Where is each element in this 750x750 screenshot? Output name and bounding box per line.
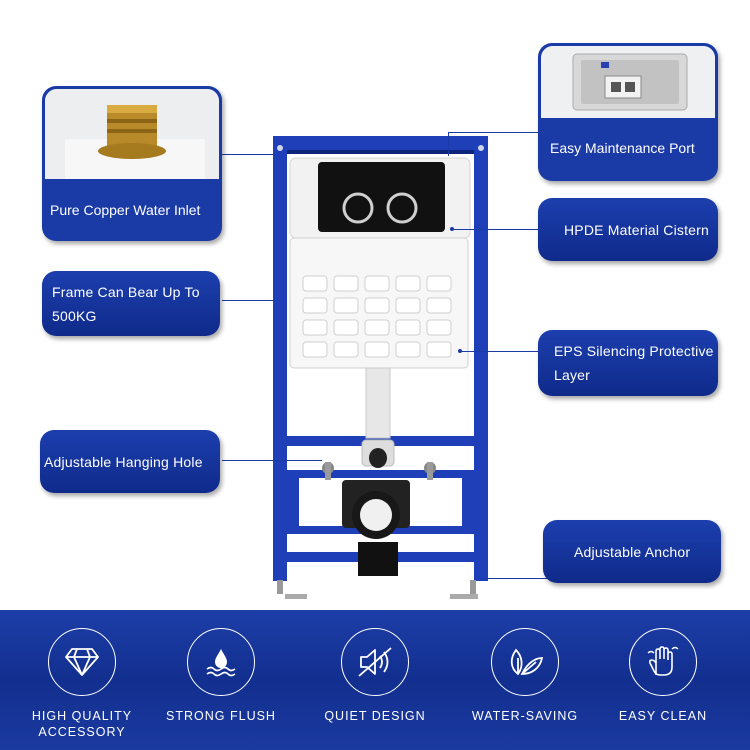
eps-foam-cell [302,341,328,358]
eps-foam-cell [395,297,421,314]
leader-frame [222,300,274,301]
leader-cistern-dot [450,227,454,231]
hanging-hole-label-box: Adjustable Hanging Hole [40,430,220,493]
hanging-hole-label: Adjustable Hanging Hole [44,453,203,470]
eps-foam-cell [333,319,359,336]
eps-foam-cell [426,275,452,292]
anchor-label: Adjustable Anchor [574,543,691,560]
eps-foam-cell [364,319,390,336]
feature-water-saving: WATER-SAVING [455,628,595,724]
hand-icon [629,628,697,696]
feature-easy-clean-label: EASY CLEAN [618,709,708,723]
eps-foam-cell [395,275,421,292]
frame-load-label-line1: Frame Can Bear Up To [52,283,200,300]
leader-anchor [480,578,550,579]
eps-foam-cell [302,319,328,336]
eps-grid [302,275,452,358]
eps-foam-cell [333,297,359,314]
eps-foam-cell [426,341,452,358]
copper-inlet-card: Pure Copper Water Inlet [42,86,222,241]
eps-foam-cell [302,275,328,292]
feature-water-saving-label: WATER-SAVING [471,709,579,723]
cistern-label: HPDE Material Cistern [564,221,710,238]
feature-easy-clean: EASY CLEAN [593,628,733,724]
maintenance-port-card: Easy Maintenance Port [538,43,718,181]
frame-load-label-line2: 500KG [52,307,97,324]
eps-foam-cell [426,297,452,314]
feature-strong-flush: STRONG FLUSH [151,628,291,724]
mute-speaker-icon [341,628,409,696]
eps-label-box: EPS Silencing Protective Layer [538,330,718,396]
diamond-icon [48,628,116,696]
eps-foam-cell [395,319,421,336]
leader-maintenance-drop [448,132,449,156]
water-drop-icon [187,628,255,696]
feature-strong-flush-label: STRONG FLUSH [166,709,276,723]
leader-hanging [222,460,322,461]
maintenance-port-photo [541,46,715,118]
cistern-label-box: HPDE Material Cistern [538,198,718,261]
copper-inlet-label: Pure Copper Water Inlet [50,202,201,218]
feature-quiet-design: QUIET DESIGN [305,628,445,724]
eps-foam-cell [364,275,390,292]
feature-high-quality-label-line2: ACCESSORY [38,725,126,739]
eps-foam-cell [333,275,359,292]
eps-foam-cell [364,341,390,358]
leader-eps [460,351,538,352]
product-illustration [273,136,488,599]
leader-cistern [452,229,538,230]
eps-foam-cell [333,341,359,358]
eps-label-line1: EPS Silencing Protective [554,343,714,359]
leader-copper [222,154,274,155]
feature-bar: HIGH QUALITY ACCESSORY STRONG FLUSH QUIE… [0,610,750,750]
leader-maintenance [448,132,538,133]
eps-label-line2: Layer [554,367,591,383]
anchor-label-box: Adjustable Anchor [543,520,721,583]
feature-quiet-design-label: QUIET DESIGN [324,709,426,723]
maintenance-port-label: Easy Maintenance Port [550,140,695,156]
eps-foam-cell [426,319,452,336]
cistern [289,157,471,369]
leader-eps-dot [458,349,462,353]
eps-foam-cell [364,297,390,314]
feature-high-quality-label-line1: HIGH QUALITY [31,709,133,723]
eps-foam-cell [395,341,421,358]
leaf-icon [491,628,559,696]
feature-high-quality: HIGH QUALITY ACCESSORY [12,628,152,740]
eps-foam-cell [302,297,328,314]
copper-inlet-photo [45,89,219,179]
frame-load-label-box: Frame Can Bear Up To 500KG [42,271,220,336]
